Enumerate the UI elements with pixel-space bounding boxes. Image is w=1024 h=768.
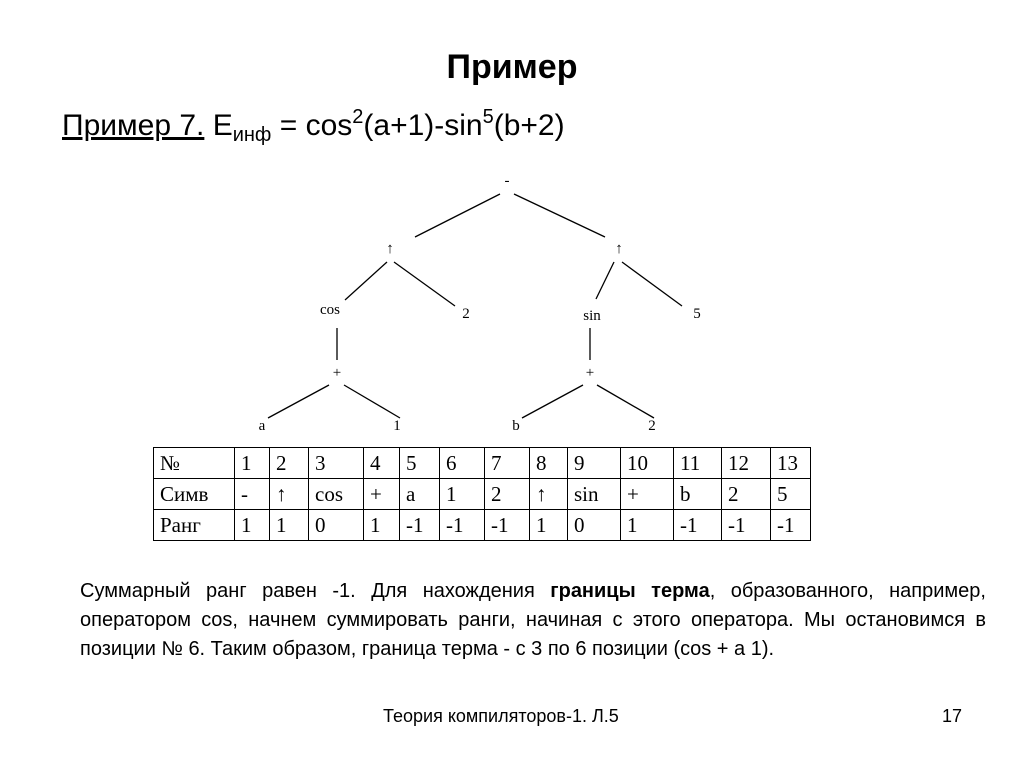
edge-plus-two xyxy=(596,384,655,419)
expression-tree: - ↑ ↑ cos 2 sin 5 + + a 1 b 2 xyxy=(259,173,701,434)
edge-up2-sin xyxy=(595,261,615,300)
table-cell: -1 xyxy=(484,509,530,541)
table-cell: cos xyxy=(308,478,364,510)
table-cell: 3 xyxy=(308,447,364,479)
edge-minus-up1 xyxy=(414,193,501,238)
table-cell: + xyxy=(363,478,400,510)
table-cell: 1 xyxy=(439,478,485,510)
node-exponent-right: ↑ xyxy=(615,241,623,257)
explanation-paragraph: Суммарный ранг равен -1. Для нахождения … xyxy=(80,577,986,664)
node-one: 1 xyxy=(393,418,401,434)
table-cell: ↑ xyxy=(269,478,309,510)
table-cell: ↑ xyxy=(529,478,568,510)
table-cell: b xyxy=(673,478,722,510)
node-sin: sin xyxy=(583,308,601,324)
paragraph-text-end: , образованного, например, оператором co… xyxy=(80,580,986,660)
table-row-rank: Ранг 1 1 0 1 -1 -1 -1 1 0 1 -1 -1 -1 xyxy=(153,509,811,541)
table-cell: - xyxy=(234,478,270,510)
node-minus: - xyxy=(505,173,510,189)
node-exponent-left: ↑ xyxy=(386,241,394,257)
slide-title: Пример xyxy=(446,48,578,86)
table-cell: -1 xyxy=(399,509,440,541)
expression-part1: = cos xyxy=(271,109,353,142)
row-header-number: № xyxy=(153,447,235,479)
paragraph-text-start: Суммарный ранг равен -1. Для нахождения xyxy=(80,580,551,602)
table-cell: -1 xyxy=(770,509,811,541)
expression-exponent-2: 2 xyxy=(352,106,364,128)
node-two-left: 2 xyxy=(462,306,470,322)
node-b: b xyxy=(512,418,520,434)
table-cell: 5 xyxy=(399,447,440,479)
table-cell: 9 xyxy=(567,447,621,479)
table-row-symbol: Симв - ↑ cos + a 1 2 ↑ sin + b 2 5 xyxy=(153,478,811,510)
node-plus-left: + xyxy=(333,365,341,381)
table-row-number: № 1 2 3 4 5 6 7 8 9 10 11 12 13 xyxy=(153,447,811,479)
page-number: 17 xyxy=(942,706,963,726)
footer-course-title: Теория компиляторов-1. Л.5 xyxy=(383,706,619,726)
table-cell: -1 xyxy=(673,509,722,541)
rank-table: № 1 2 3 4 5 6 7 8 9 10 11 12 13 Симв - ↑… xyxy=(153,447,811,541)
table-cell: 6 xyxy=(439,447,485,479)
expression-E-subscript: инф xyxy=(232,124,272,146)
edge-up2-five xyxy=(621,261,683,307)
table-cell: 8 xyxy=(529,447,568,479)
table-cell: a xyxy=(399,478,440,510)
edge-up1-two xyxy=(393,261,456,307)
expression-part2: (a+1)-sin xyxy=(363,109,483,142)
table-cell: 2 xyxy=(269,447,309,479)
table-cell: 1 xyxy=(620,509,674,541)
edge-plus-b xyxy=(521,384,584,419)
table-cell: 1 xyxy=(234,509,270,541)
table-cell: + xyxy=(620,478,674,510)
table-cell: 11 xyxy=(673,447,722,479)
table-cell: 1 xyxy=(529,509,568,541)
table-cell: 4 xyxy=(363,447,400,479)
table-cell: 7 xyxy=(484,447,530,479)
node-five: 5 xyxy=(693,306,701,322)
table-cell: 2 xyxy=(721,478,771,510)
example-heading: Пример 7. Eинф = cos2(a+1)-sin5(b+2) xyxy=(62,106,565,147)
table-cell: 10 xyxy=(620,447,674,479)
table-cell: 12 xyxy=(721,447,771,479)
row-header-rank: Ранг xyxy=(153,509,235,541)
node-plus-right: + xyxy=(586,365,594,381)
edge-minus-up2 xyxy=(513,193,606,238)
table-cell: -1 xyxy=(721,509,771,541)
node-two-right: 2 xyxy=(648,418,656,434)
table-cell: sin xyxy=(567,478,621,510)
table-cell: 1 xyxy=(234,447,270,479)
node-cos: cos xyxy=(320,302,340,318)
edge-plus-one xyxy=(343,384,401,419)
table-cell: 2 xyxy=(484,478,530,510)
edge-plus-a xyxy=(267,384,330,419)
expression-part3: (b+2) xyxy=(493,109,565,142)
table-cell: 5 xyxy=(770,478,811,510)
table-cell: 1 xyxy=(363,509,400,541)
expression-exponent-5: 5 xyxy=(482,106,494,128)
table-cell: 0 xyxy=(308,509,364,541)
paragraph-bold-term: границы терма xyxy=(550,580,710,602)
expression-E: E xyxy=(212,109,233,142)
table-cell: 0 xyxy=(567,509,621,541)
example-label: Пример 7. xyxy=(62,109,205,142)
table-cell: -1 xyxy=(439,509,485,541)
row-header-symbol: Симв xyxy=(153,478,235,510)
table-cell: 1 xyxy=(269,509,309,541)
node-a: a xyxy=(259,418,266,434)
edge-up1-cos xyxy=(344,261,388,301)
table-cell: 13 xyxy=(770,447,811,479)
